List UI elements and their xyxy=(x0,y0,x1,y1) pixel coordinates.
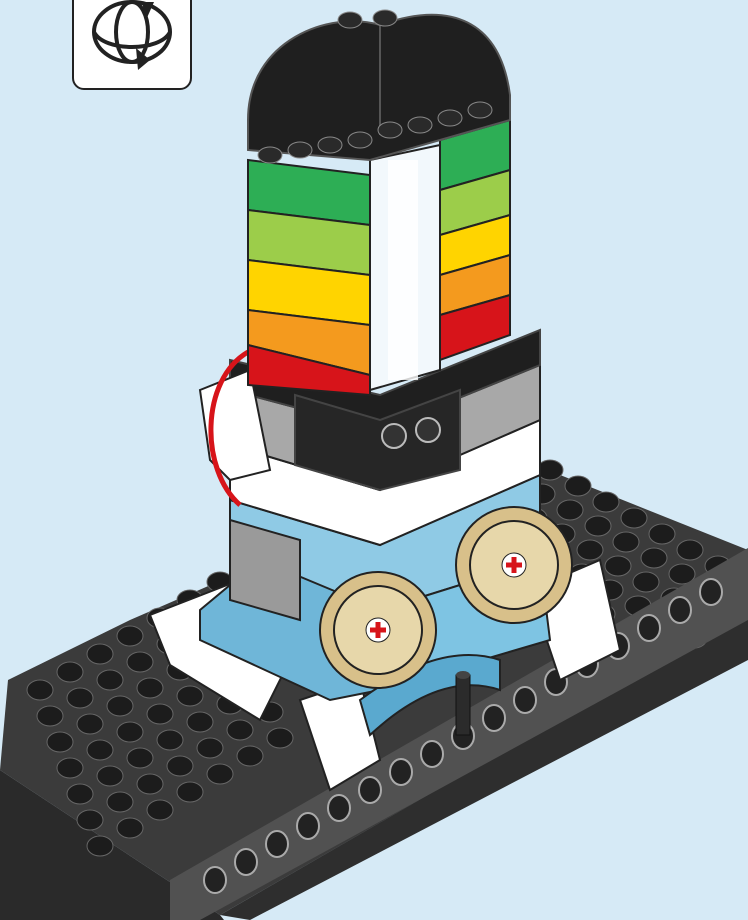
plate-stud xyxy=(147,800,173,820)
plate-stud xyxy=(117,818,143,838)
plate-stud xyxy=(57,662,83,682)
plate-stud xyxy=(585,516,611,536)
plate-stud xyxy=(613,532,639,552)
plate-stud xyxy=(77,810,103,830)
plate-stud xyxy=(237,746,263,766)
plate-stud xyxy=(87,740,113,760)
plate-stud xyxy=(127,748,153,768)
beam-hole xyxy=(390,759,412,785)
plate-stud xyxy=(177,782,203,802)
plate-stud xyxy=(227,720,253,740)
plate-stud xyxy=(577,540,603,560)
color-tower-right xyxy=(440,120,510,360)
plate-stud xyxy=(197,738,223,758)
plate-stud xyxy=(605,556,631,576)
top-stud xyxy=(468,102,492,118)
plate-stud xyxy=(37,706,63,726)
beam-hole xyxy=(204,867,226,893)
plate-stud xyxy=(127,652,153,672)
plate-stud xyxy=(641,548,667,568)
gear-right xyxy=(456,507,572,623)
axle-peg xyxy=(456,671,470,735)
plate-stud xyxy=(187,712,213,732)
beam-hole xyxy=(700,579,722,605)
top-stud xyxy=(288,142,312,158)
top-stud xyxy=(378,122,402,138)
plate-stud xyxy=(57,758,83,778)
plate-stud xyxy=(27,680,53,700)
top-stud xyxy=(408,117,432,133)
top-stud xyxy=(348,132,372,148)
plate-stud xyxy=(97,670,123,690)
beam-hole xyxy=(328,795,350,821)
plate-stud xyxy=(67,688,93,708)
plate-stud xyxy=(565,476,591,496)
plate-stud xyxy=(267,728,293,748)
plate-stud xyxy=(97,766,123,786)
plate-stud xyxy=(67,784,93,804)
plate-stud xyxy=(147,704,173,724)
plate-stud xyxy=(621,508,647,528)
beam-hole xyxy=(421,741,443,767)
plate-stud xyxy=(677,540,703,560)
plate-stud xyxy=(107,792,133,812)
plate-stud xyxy=(87,836,113,856)
gear-left xyxy=(320,572,436,688)
beam-hole xyxy=(514,687,536,713)
beam-hole xyxy=(669,597,691,623)
top-stud xyxy=(373,10,397,26)
plate-stud xyxy=(649,524,675,544)
plate-stud xyxy=(177,686,203,706)
beam-hole xyxy=(266,831,288,857)
beam-hole xyxy=(359,777,381,803)
top-stud xyxy=(338,12,362,28)
plate-stud xyxy=(77,714,103,734)
top-stud xyxy=(318,137,342,153)
color-tower-left xyxy=(248,160,370,395)
beam-hole xyxy=(297,813,319,839)
plate-stud xyxy=(633,572,659,592)
plate-stud xyxy=(137,774,163,794)
clear-column xyxy=(370,145,440,390)
beam-hole xyxy=(638,615,660,641)
plate-stud xyxy=(207,764,233,784)
top-stud xyxy=(258,147,282,163)
plate-stud xyxy=(107,696,133,716)
plate-stud xyxy=(557,500,583,520)
plate-stud xyxy=(157,730,183,750)
top-stud xyxy=(438,110,462,126)
plate-stud xyxy=(167,756,193,776)
plate-stud xyxy=(117,722,143,742)
plate-stud xyxy=(117,626,143,646)
plate-stud xyxy=(87,644,113,664)
plate-stud xyxy=(137,678,163,698)
beam-hole xyxy=(483,705,505,731)
plate-stud xyxy=(47,732,73,752)
beam-hole xyxy=(235,849,257,875)
plate-stud xyxy=(593,492,619,512)
